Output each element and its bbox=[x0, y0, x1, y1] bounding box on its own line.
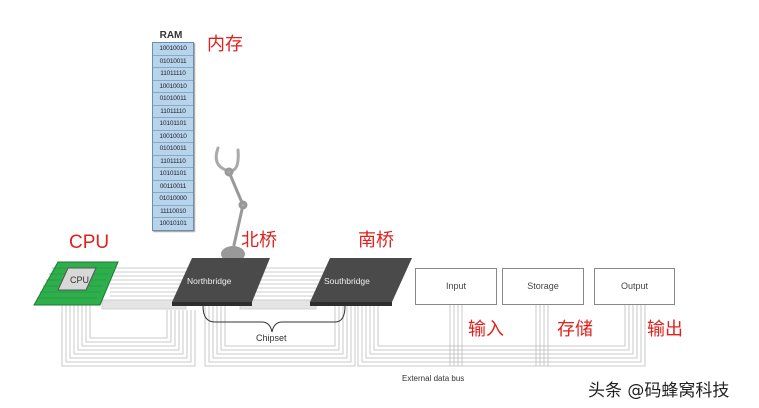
annotation-output: 输出 bbox=[647, 319, 683, 340]
ram-row: 01010011 bbox=[153, 93, 193, 106]
ram-row: 10010010 bbox=[153, 43, 193, 56]
input-box: Input bbox=[415, 268, 497, 305]
cpu-chip: CPU bbox=[33, 261, 119, 306]
ram-row: 10101101 bbox=[153, 118, 193, 131]
ram-title: RAM bbox=[159, 30, 183, 41]
annotation-southbridge: 南桥 bbox=[358, 230, 394, 251]
nb-bus-loop bbox=[204, 305, 356, 367]
ram-row: 01010011 bbox=[153, 56, 193, 68]
storage-box: Storage bbox=[502, 268, 584, 305]
ram-row: 11110010 bbox=[153, 206, 193, 218]
ram-row: 01010000 bbox=[153, 193, 193, 206]
ram-table: 10010010 01010011 11011110 10010010 0101… bbox=[152, 42, 194, 231]
watermark: 头条 @码蜂窝科技 bbox=[588, 381, 730, 401]
annotation-northbridge: 北桥 bbox=[241, 230, 277, 251]
southbridge-chip: Southbridge bbox=[310, 258, 412, 306]
nb-sb-ribbon bbox=[239, 267, 330, 310]
chipset-brace bbox=[202, 305, 346, 333]
northbridge-label: Northbridge bbox=[187, 276, 232, 286]
ram-row: 11011110 bbox=[153, 68, 193, 81]
ram-row: 10101101 bbox=[153, 168, 193, 181]
cpu-label: CPU bbox=[70, 275, 89, 285]
ram-row: 11011110 bbox=[153, 156, 193, 168]
southbridge-label: Southbridge bbox=[324, 276, 370, 286]
ram-row: 01010011 bbox=[153, 143, 193, 156]
ram-row: 00110011 bbox=[153, 181, 193, 193]
ram-row: 10010010 bbox=[153, 81, 193, 93]
annotation-input: 输入 bbox=[468, 319, 504, 340]
annotation-ram: 内存 bbox=[207, 34, 243, 55]
ram-row: 10010101 bbox=[159, 220, 187, 227]
cpu-northbridge-ribbon bbox=[101, 267, 200, 310]
output-box: Output bbox=[594, 268, 675, 305]
chipset-label: Chipset bbox=[256, 333, 287, 343]
annotation-storage: 存储 bbox=[557, 319, 593, 340]
annotation-cpu: CPU bbox=[69, 232, 110, 253]
bus-wires bbox=[61, 267, 646, 367]
cpu-bus-loop bbox=[61, 305, 196, 367]
external-bus-label: External data bus bbox=[402, 374, 465, 383]
ram-row: 11011110 bbox=[153, 106, 193, 118]
memory-arm bbox=[214, 146, 248, 247]
external-bus bbox=[357, 304, 646, 367]
northbridge-chip: Northbridge bbox=[172, 258, 270, 306]
ram-row: 10010010 bbox=[153, 131, 193, 143]
